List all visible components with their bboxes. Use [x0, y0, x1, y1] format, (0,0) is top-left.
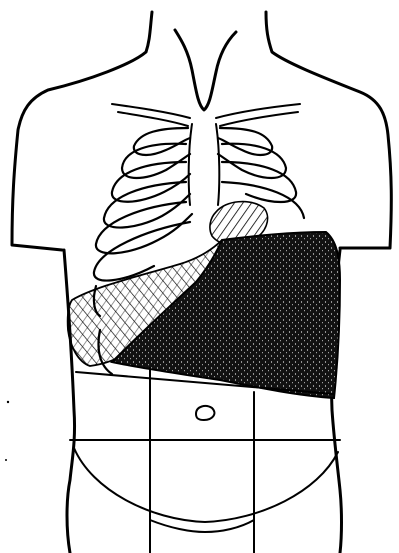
sternum	[189, 124, 220, 205]
pelvic-outline	[74, 448, 338, 532]
quadrant-grid	[70, 368, 340, 553]
navel	[196, 406, 214, 420]
speck-marks	[5, 401, 9, 461]
neck-notch	[175, 30, 236, 110]
